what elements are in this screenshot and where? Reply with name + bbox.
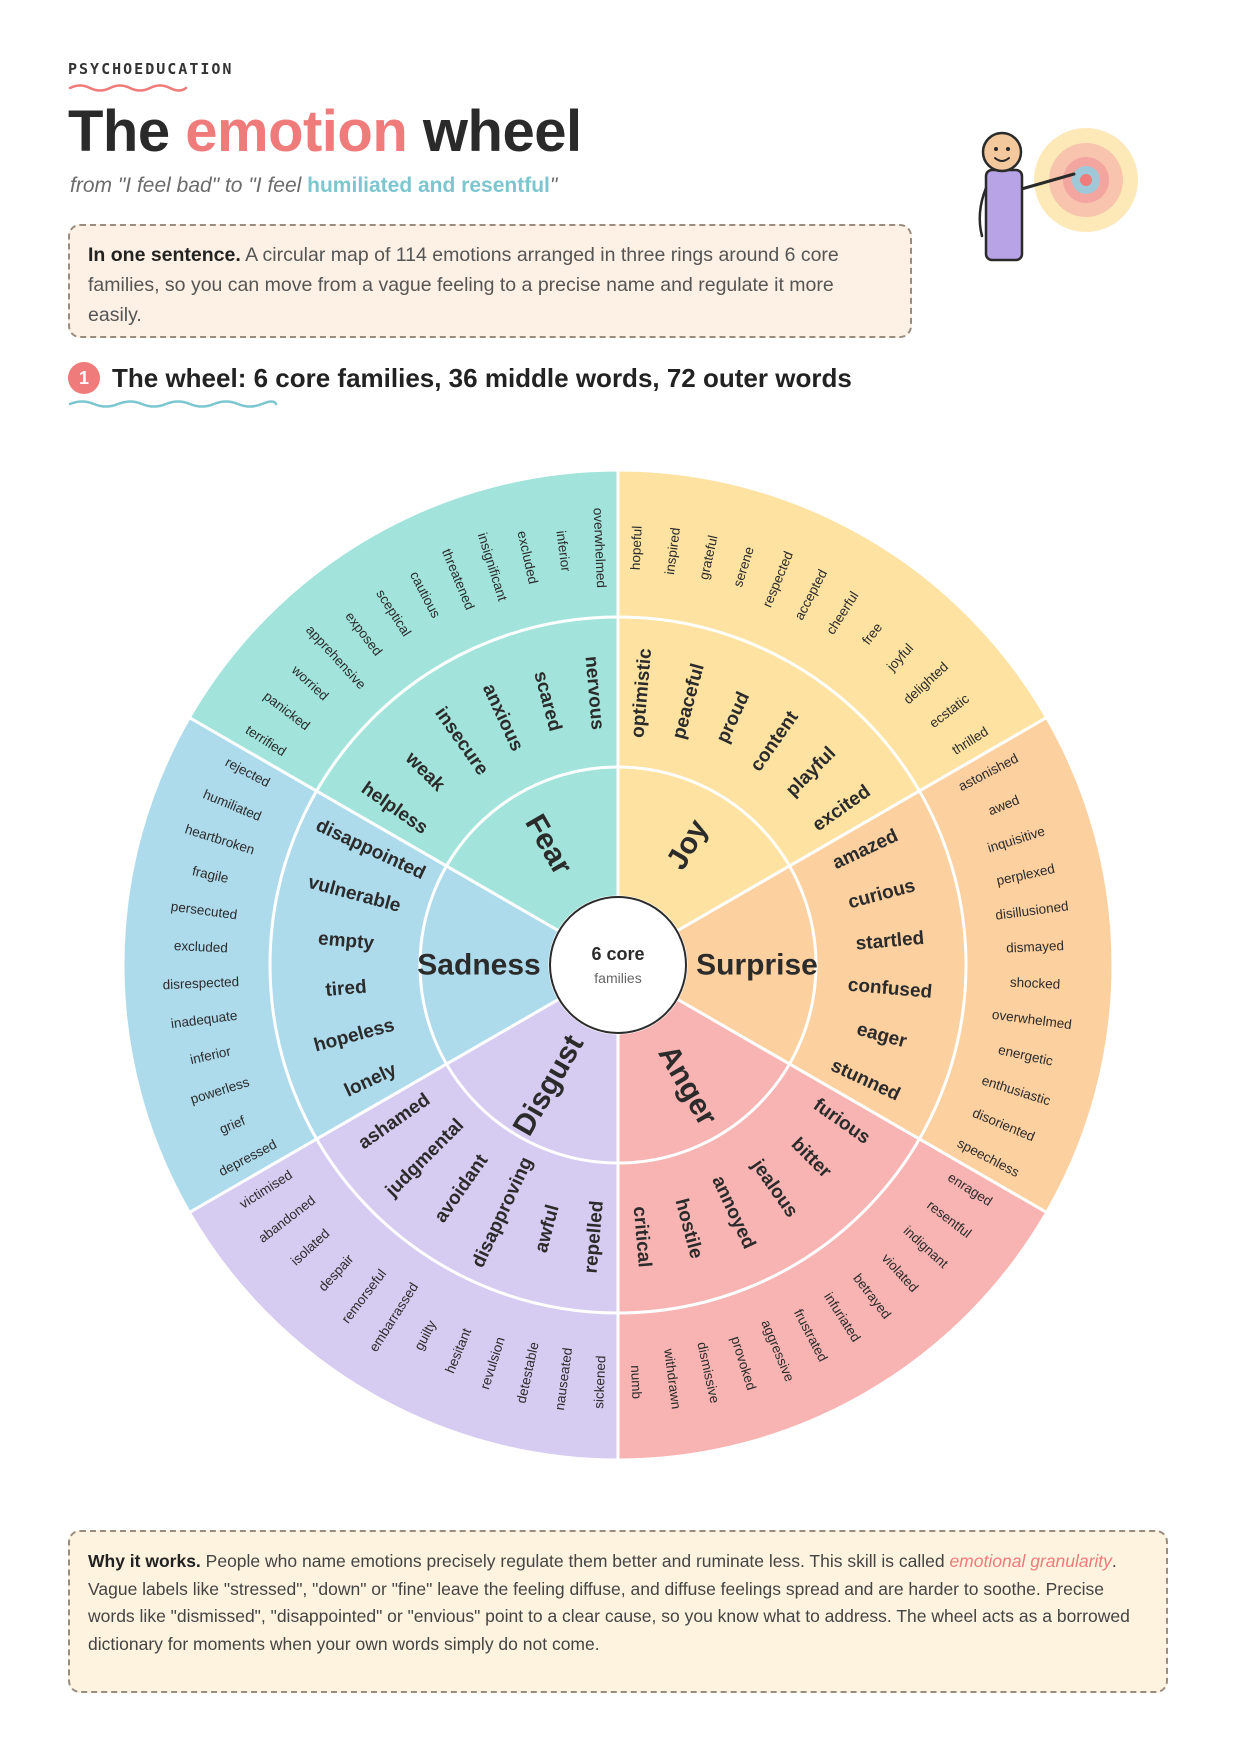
middle-ring-divider	[418, 765, 818, 1165]
kicker-label: PSYCHOEDUCATION	[68, 60, 234, 78]
center-circle	[549, 896, 687, 1034]
outer-word: inferior	[553, 530, 573, 573]
outer-word: dismayed	[1006, 938, 1064, 956]
summary-box: In one sentence. A circular map of 114 e…	[68, 224, 912, 338]
emotional-granularity-term: emotional granularity	[949, 1551, 1112, 1571]
middle-word: tired	[325, 977, 368, 1002]
page-title: The emotion wheel	[68, 99, 582, 164]
outer-ring-divider	[268, 615, 968, 1315]
outer-word: hopeful	[628, 525, 645, 570]
outer-word: excluded	[174, 938, 229, 955]
section-number-badge: 1	[68, 362, 100, 394]
mascot-illustration	[978, 128, 1138, 262]
outer-word: inspired	[662, 527, 683, 576]
outer-word: overwhelmed	[591, 507, 609, 588]
page-subtitle: from "I feel bad" to "I feel humiliated …	[70, 174, 558, 197]
section-heading: 1 The wheel: 6 core families, 36 middle …	[68, 358, 852, 398]
target-icon	[1034, 128, 1138, 232]
outer-word: disrespected	[162, 974, 239, 992]
center-subtitle: families	[594, 970, 641, 986]
person-icon	[978, 131, 1076, 262]
section-title: The wheel: 6 core families, 36 middle wo…	[112, 362, 852, 393]
center-title: 6 core	[591, 944, 644, 964]
core-label-surprise: Surprise	[696, 949, 818, 982]
core-label-sadness: Sadness	[417, 949, 540, 982]
kicker-underline	[68, 84, 188, 92]
middle-word: empty	[317, 928, 375, 954]
outer-word: sickened	[591, 1355, 608, 1409]
why-it-works-box: Why it works. People who name emotions p…	[68, 1530, 1168, 1693]
section-underline	[68, 400, 278, 408]
outer-word: shocked	[1010, 975, 1061, 992]
outer-word: numb	[628, 1365, 644, 1399]
